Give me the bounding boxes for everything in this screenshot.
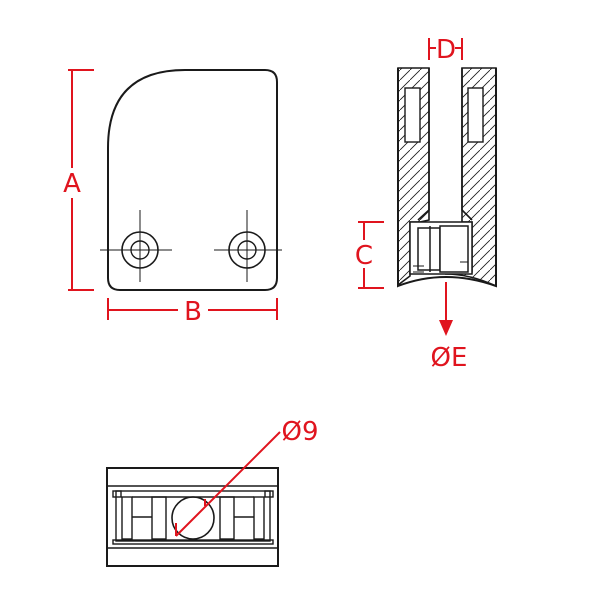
dimension-b-label: B <box>184 297 202 327</box>
bottom-view-inner-profile <box>112 490 274 545</box>
dimension-a <box>68 69 94 291</box>
dimension-a-label: A <box>63 169 81 199</box>
insert-detail <box>413 261 468 273</box>
bottom-view-outline <box>106 467 279 567</box>
section-view: D C ØE <box>355 35 497 373</box>
bottom-view-hole <box>171 496 215 540</box>
dimension-d <box>428 38 463 60</box>
dimension-e-label: ØE <box>431 343 468 373</box>
front-view-outline <box>107 69 278 291</box>
clamp-insert <box>409 221 473 275</box>
right-mounting-hole <box>214 210 282 282</box>
hole-diameter-label: Ø9 <box>281 417 318 447</box>
bottom-view: Ø9 <box>106 417 319 567</box>
front-view: A B <box>63 69 282 327</box>
dimension-e-arrow <box>439 282 453 336</box>
dimension-d-label: D <box>436 35 456 65</box>
hole-diameter-leader <box>175 431 281 537</box>
upper-left-pocket <box>404 87 421 143</box>
section-outline <box>397 68 497 288</box>
glass-slot <box>417 68 473 221</box>
left-mounting-hole <box>100 210 172 282</box>
dimension-b <box>107 298 278 320</box>
upper-right-pocket <box>467 87 484 143</box>
dimension-c-label: C <box>355 241 373 271</box>
dimension-c <box>358 221 384 289</box>
